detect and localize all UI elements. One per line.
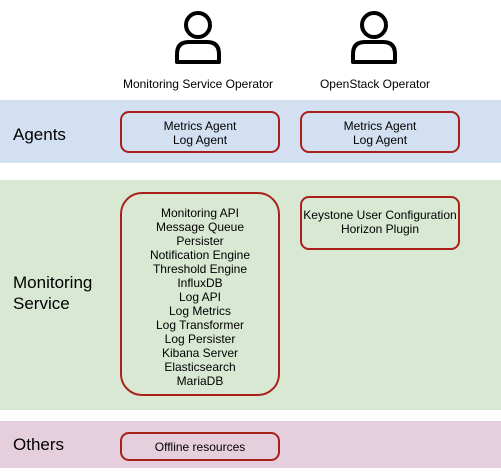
component-label: Log Persister [164, 332, 236, 346]
component-label: Metrics Agent [163, 119, 237, 133]
user-icon [175, 11, 221, 64]
agents-band-label: Agents [13, 125, 66, 144]
component-label: Keystone User Configuration [303, 208, 457, 222]
component-label: Monitoring API [160, 206, 240, 220]
component-label: InfluxDB [177, 276, 223, 290]
component-label: Threshold Engine [152, 262, 248, 276]
component-label: Notification Engine [149, 248, 251, 262]
offline-resources-box: Offline resources [120, 432, 280, 461]
band-label-line: Service [13, 294, 70, 313]
others-band-label: Others [13, 435, 65, 454]
component-label: Persister [176, 234, 224, 248]
component-label: Log Agent [172, 133, 228, 147]
agents-openstack-operator-box: Metrics Agent Log Agent [300, 111, 460, 153]
component-label: Log API [178, 290, 222, 304]
agents-band: Agents Metrics Agent Log Agent Metrics A… [0, 100, 501, 163]
others-band: Others Offline resources [0, 421, 501, 468]
component-label: Kibana Server [161, 346, 239, 360]
user-icon [351, 11, 397, 64]
component-label: Log Transformer [155, 318, 245, 332]
component-label: MariaDB [176, 374, 224, 388]
monitoring-service-band: Monitoring Service Monitoring API Messag… [0, 180, 501, 410]
actor-label-openstack-operator: OpenStack Operator [319, 77, 431, 91]
band-label-line: Monitoring [13, 273, 93, 292]
monitoring-service-band-label: Monitoring Service [13, 272, 92, 314]
actor-label-monitoring-service-operator: Monitoring Service Operator [122, 77, 274, 91]
component-label: Offline resources [154, 440, 246, 454]
component-label: Message Queue [155, 220, 245, 234]
component-label: Log Agent [352, 133, 408, 147]
openstack-operator-components-box: Keystone User Configuration Horizon Plug… [300, 196, 460, 250]
monitoring-service-components-box: Monitoring API Message Queue Persister N… [120, 192, 280, 396]
agents-monitoring-operator-box: Metrics Agent Log Agent [120, 111, 280, 153]
component-label: Metrics Agent [343, 119, 417, 133]
component-label: Horizon Plugin [340, 222, 420, 236]
component-label: Log Metrics [168, 304, 232, 318]
component-label: Elasticsearch [164, 360, 236, 374]
